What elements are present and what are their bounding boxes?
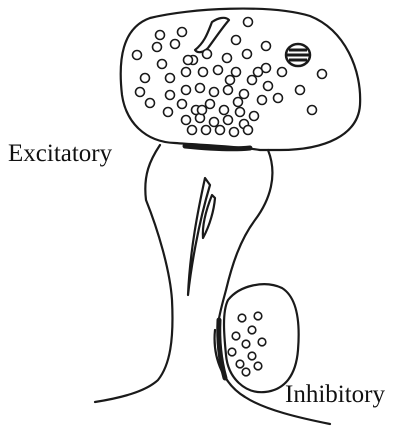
synaptic-vesicle [236,108,245,117]
synaptic-vesicle [264,82,273,91]
synaptic-vesicle [164,108,173,117]
synaptic-vesicle [203,50,212,59]
synaptic-vesicle [250,112,259,121]
synaptic-vesicle [248,326,256,334]
synaptic-vesicle [182,68,191,77]
synaptic-vesicle [141,74,150,83]
synaptic-vesicle [262,42,271,51]
synaptic-vesicle [248,352,256,360]
synaptic-vesicle [171,40,180,49]
synaptic-vesicle [243,50,252,59]
synaptic-vesicle [244,126,253,135]
synaptic-vesicle [146,99,155,108]
synaptic-vesicle [308,106,317,115]
spine-head-right-outline [218,150,272,325]
synaptic-vesicle [232,332,240,340]
synaptic-vesicle [224,86,233,95]
excitatory-presynaptic-terminal [121,9,360,150]
synaptic-vesicle [158,60,167,69]
synaptic-vesicle [210,118,219,127]
synaptic-vesicle [224,116,233,125]
inhibitory-label: Inhibitory [285,382,385,407]
synaptic-vesicle [242,368,250,376]
synaptic-vesicle [232,68,241,77]
synaptic-vesicle [196,84,205,93]
synaptic-vesicle [254,362,262,370]
synaptic-vesicle [238,314,246,322]
mitochondrion [286,44,310,66]
synaptic-vesicle [153,43,162,52]
synaptic-vesicle [278,68,287,77]
synaptic-vesicle [133,51,142,60]
synaptic-vesicle [242,340,250,348]
synaptic-vesicle [206,100,215,109]
excitatory-vesicles [133,18,327,137]
synaptic-vesicle [248,76,257,85]
synaptic-vesicle [230,128,239,137]
synaptic-vesicle [236,360,244,368]
synaptic-vesicle [234,98,243,107]
synaptic-vesicle [182,116,191,125]
synaptic-vesicle [254,68,263,77]
synaptic-vesicle [182,86,191,95]
spine-apparatus [188,178,210,295]
spine-head-left-outline [95,145,172,402]
synaptic-vesicle [258,96,267,105]
synaptic-vesicle [228,348,236,356]
inhibitory-vesicles [228,312,266,376]
synaptic-vesicle [216,126,225,135]
synaptic-vesicle [223,54,232,63]
synaptic-vesicle [166,74,175,83]
synaptic-vesicle [178,100,187,109]
synaptic-vesicle [274,94,283,103]
excitatory-label: Excitatory [8,141,112,166]
synaptic-vesicle [220,106,229,115]
inhibitory-presynaptic-terminal [219,284,299,392]
synaptic-vesicle [184,56,193,65]
synaptic-vesicle [244,18,253,27]
synaptic-vesicle [166,91,175,100]
dendrite-base-outline [215,330,330,424]
excitatory-terminal-outline [121,9,360,150]
squiggle-organelle [195,18,229,52]
synaptic-vesicle [254,312,262,320]
synaptic-vesicle [258,338,266,346]
synaptic-vesicle [156,31,165,40]
synaptic-vesicle [240,90,249,99]
synaptic-vesicle [198,106,207,115]
synaptic-vesicle [202,126,211,135]
synaptic-vesicle [188,126,197,135]
synaptic-vesicle [136,88,145,97]
synaptic-vesicle [210,88,219,97]
synaptic-vesicle [318,70,327,79]
synaptic-vesicle [296,86,305,95]
excitatory-synaptic-density [185,146,250,149]
synaptic-vesicle [199,68,208,77]
synaptic-vesicle [214,66,223,75]
synaptic-vesicle [178,28,187,37]
synaptic-vesicle [226,76,235,85]
synaptic-vesicle [232,36,241,45]
